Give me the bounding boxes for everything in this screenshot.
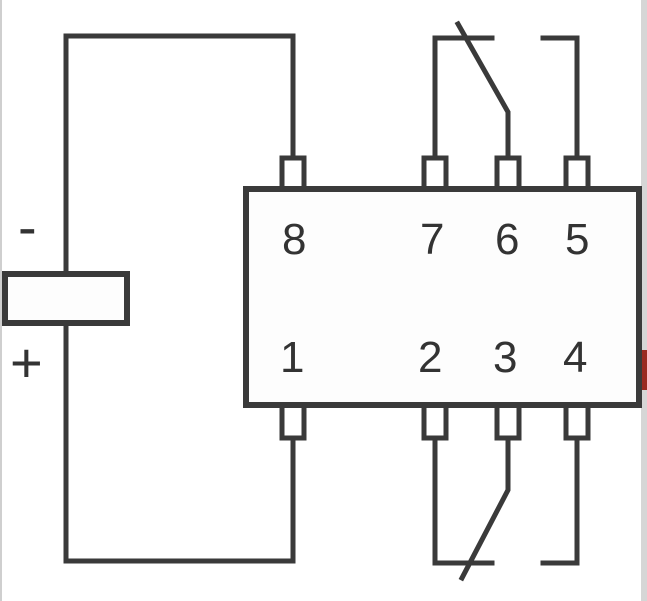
pin-5-lead [563,155,591,193]
bottom-open-contact-bracket [540,435,580,566]
pin-7-lead [421,155,449,193]
pin-label-6: 6 [495,215,519,264]
coil-plus-label: + [10,331,43,394]
pin-3-lead [494,402,522,441]
right-edge-accent [641,350,647,390]
pin-1-lead [279,402,307,441]
pin-label-3: 3 [493,333,517,382]
pin-label-4: 4 [563,333,587,382]
coil-wire-bottom [63,320,296,564]
pin-label-5: 5 [565,215,589,264]
pin-6-lead [494,155,522,193]
pin-label-8: 8 [282,215,306,264]
bottom-switch-blade [458,435,511,582]
coil-wire-top [63,33,296,277]
coil-minus-label: - [18,195,37,258]
top-contact-common-wire [432,35,495,161]
pin-2-lead [421,402,449,441]
pin-label-2: 2 [418,333,442,382]
top-open-contact-bracket [540,35,580,161]
pin-4-lead [563,402,591,441]
bottom-contact-common-wire [432,435,495,566]
top-switch-blade [454,20,511,161]
right-edge [641,0,647,601]
relay-package-body [243,186,642,408]
coil-element [2,271,130,326]
pin-label-1: 1 [280,333,304,382]
pin-label-7: 7 [420,215,444,264]
pin-8-lead [279,155,307,193]
left-edge [0,0,2,601]
